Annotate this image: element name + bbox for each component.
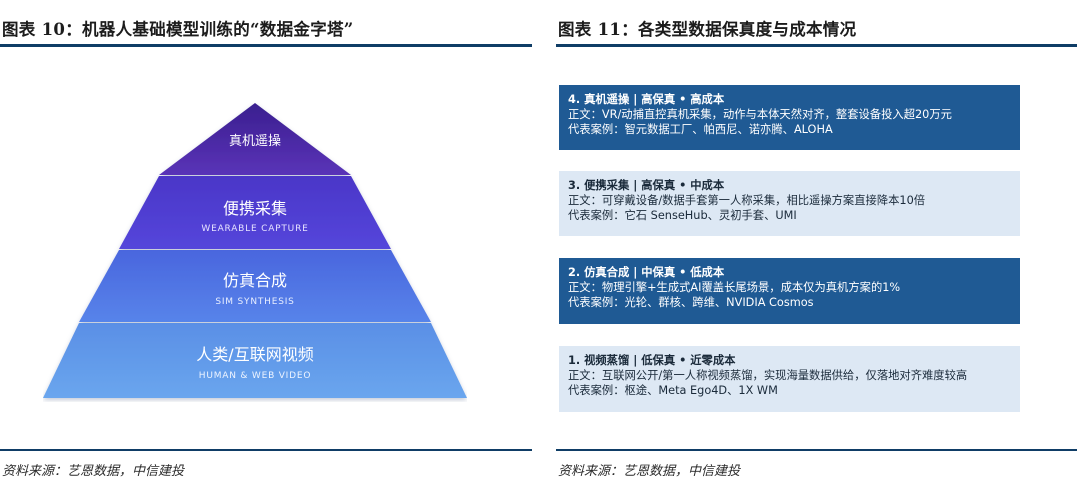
pyramid-tier-3-shape xyxy=(79,250,431,322)
left-panel: 图表 10：机器人基础模型训练的“数据金字塔” 真机 xyxy=(0,0,532,501)
pyramid-tier-4-sublabel: HUMAN & WEB VIDEO xyxy=(199,371,311,381)
card-body: 正文：物理引擎+生成式AI覆盖长尾场景，成本仅为真机方案的1% xyxy=(568,281,901,294)
card-body: 正文：VR/动捕直控真机采集，动作与本体天然对齐，整套设备投入超20万元 xyxy=(568,108,952,121)
right-title-rule xyxy=(556,44,1077,47)
card-cases: 代表案例：光轮、群核、跨维、NVIDIA Cosmos xyxy=(568,296,814,309)
card-header: 2. 仿真合成 | 中保真 • 低成本 xyxy=(568,266,725,279)
card-cases: 代表案例：它石 SenseHub、灵初手套、UMI xyxy=(568,209,797,222)
pyramid-tier-3-label: 仿真合成 xyxy=(223,271,287,290)
pyramid-tier-1-shape xyxy=(159,103,351,175)
card-teleoperation: 4. 真机遥操 | 高保真 • 高成本 正文：VR/动捕直控真机采集，动作与本体… xyxy=(559,85,1020,150)
card-header: 4. 真机遥操 | 高保真 • 高成本 xyxy=(568,93,725,106)
pyramid-tier-1-label: 真机遥操 xyxy=(229,133,281,149)
card-header: 3. 便携采集 | 高保真 • 中成本 xyxy=(568,179,725,192)
right-bottom-rule xyxy=(556,449,1077,451)
data-pyramid-diagram: 真机遥操 便携采集 WEARABLE CAPTURE 仿真合成 SIM SYNT… xyxy=(43,103,467,398)
card-cases: 代表案例：智元数据工厂、帕西尼、诺亦腾、ALOHA xyxy=(568,123,833,136)
card-sim-synthesis: 2. 仿真合成 | 中保真 • 低成本 正文：物理引擎+生成式AI覆盖长尾场景，… xyxy=(559,258,1020,324)
left-source-note: 资料来源：艺恩数据，中信建投 xyxy=(2,464,185,479)
pyramid-tier-2-sublabel: WEARABLE CAPTURE xyxy=(201,224,308,234)
pyramid-tier-2-label: 便携采集 xyxy=(223,199,287,218)
card-video-distillation: 1. 视频蒸馏 | 低保真 • 近零成本 正文：互联网公开/第一人称视频蒸馏，实… xyxy=(559,346,1020,412)
pyramid-tier-4-shape xyxy=(43,323,467,398)
right-source-note: 资料来源：艺恩数据，中信建投 xyxy=(558,464,741,479)
pyramid-tier-3-sublabel: SIM SYNTHESIS xyxy=(215,297,294,307)
right-figure-title: 图表 11：各类型数据保真度与成本情况 xyxy=(558,20,857,39)
card-body: 正文：可穿戴设备/数据手套第一人称采集，相比遥操方案直接降本10倍 xyxy=(568,194,926,207)
card-body: 正文：互联网公开/第一人称视频蒸馏，实现海量数据供给，仅落地对齐难度较高 xyxy=(568,369,968,382)
right-panel: 图表 11：各类型数据保真度与成本情况 4. 真机遥操 | 高保真 • 高成本 … xyxy=(556,0,1077,501)
left-figure-title: 图表 10：机器人基础模型训练的“数据金字塔” xyxy=(2,20,354,39)
card-wearable-capture: 3. 便携采集 | 高保真 • 中成本 正文：可穿戴设备/数据手套第一人称采集，… xyxy=(559,171,1020,236)
card-header: 1. 视频蒸馏 | 低保真 • 近零成本 xyxy=(568,354,736,367)
card-cases: 代表案例：枢途、Meta Ego4D、1X WM xyxy=(568,384,778,397)
left-title-rule xyxy=(0,44,532,47)
left-bottom-rule xyxy=(0,449,532,451)
pyramid-tier-2-shape xyxy=(119,176,391,249)
pyramid-tier-4-label: 人类/互联网视频 xyxy=(196,345,313,364)
